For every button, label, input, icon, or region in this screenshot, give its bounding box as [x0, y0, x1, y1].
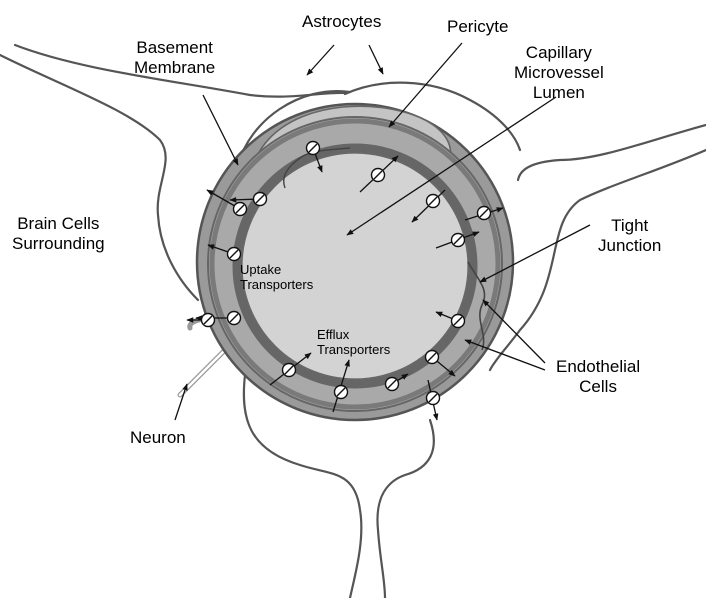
label-basement-membrane: Basement Membrane: [134, 38, 215, 78]
astrocyte-bottom-right: [377, 420, 433, 598]
label-capillary-microvessel-lumen: Capillary Microvessel Lumen: [514, 43, 604, 103]
label-neuron: Neuron: [130, 428, 186, 448]
label-efflux-transporters: Efflux Transporters: [317, 327, 390, 358]
label-astrocytes: Astrocytes: [302, 12, 381, 32]
label-uptake-transporters: Uptake Transporters: [240, 262, 313, 293]
label-brain-cells-surrounding: Brain Cells Surrounding: [12, 214, 105, 254]
label-pericyte: Pericyte: [447, 17, 508, 37]
basement-membrane-arrow: [203, 95, 238, 165]
label-endothelial-cells: Endothelial Cells: [556, 357, 640, 397]
astrocytes-arrow-right: [369, 45, 383, 74]
neuron-arrow: [175, 384, 187, 420]
label-tight-junction: Tight Junction: [598, 216, 661, 256]
astrocyte-right-process: [518, 125, 706, 180]
astrocyte-left-process: [0, 55, 198, 300]
astrocytes-arrow-left: [307, 45, 334, 75]
pericyte-arrow: [389, 43, 462, 127]
